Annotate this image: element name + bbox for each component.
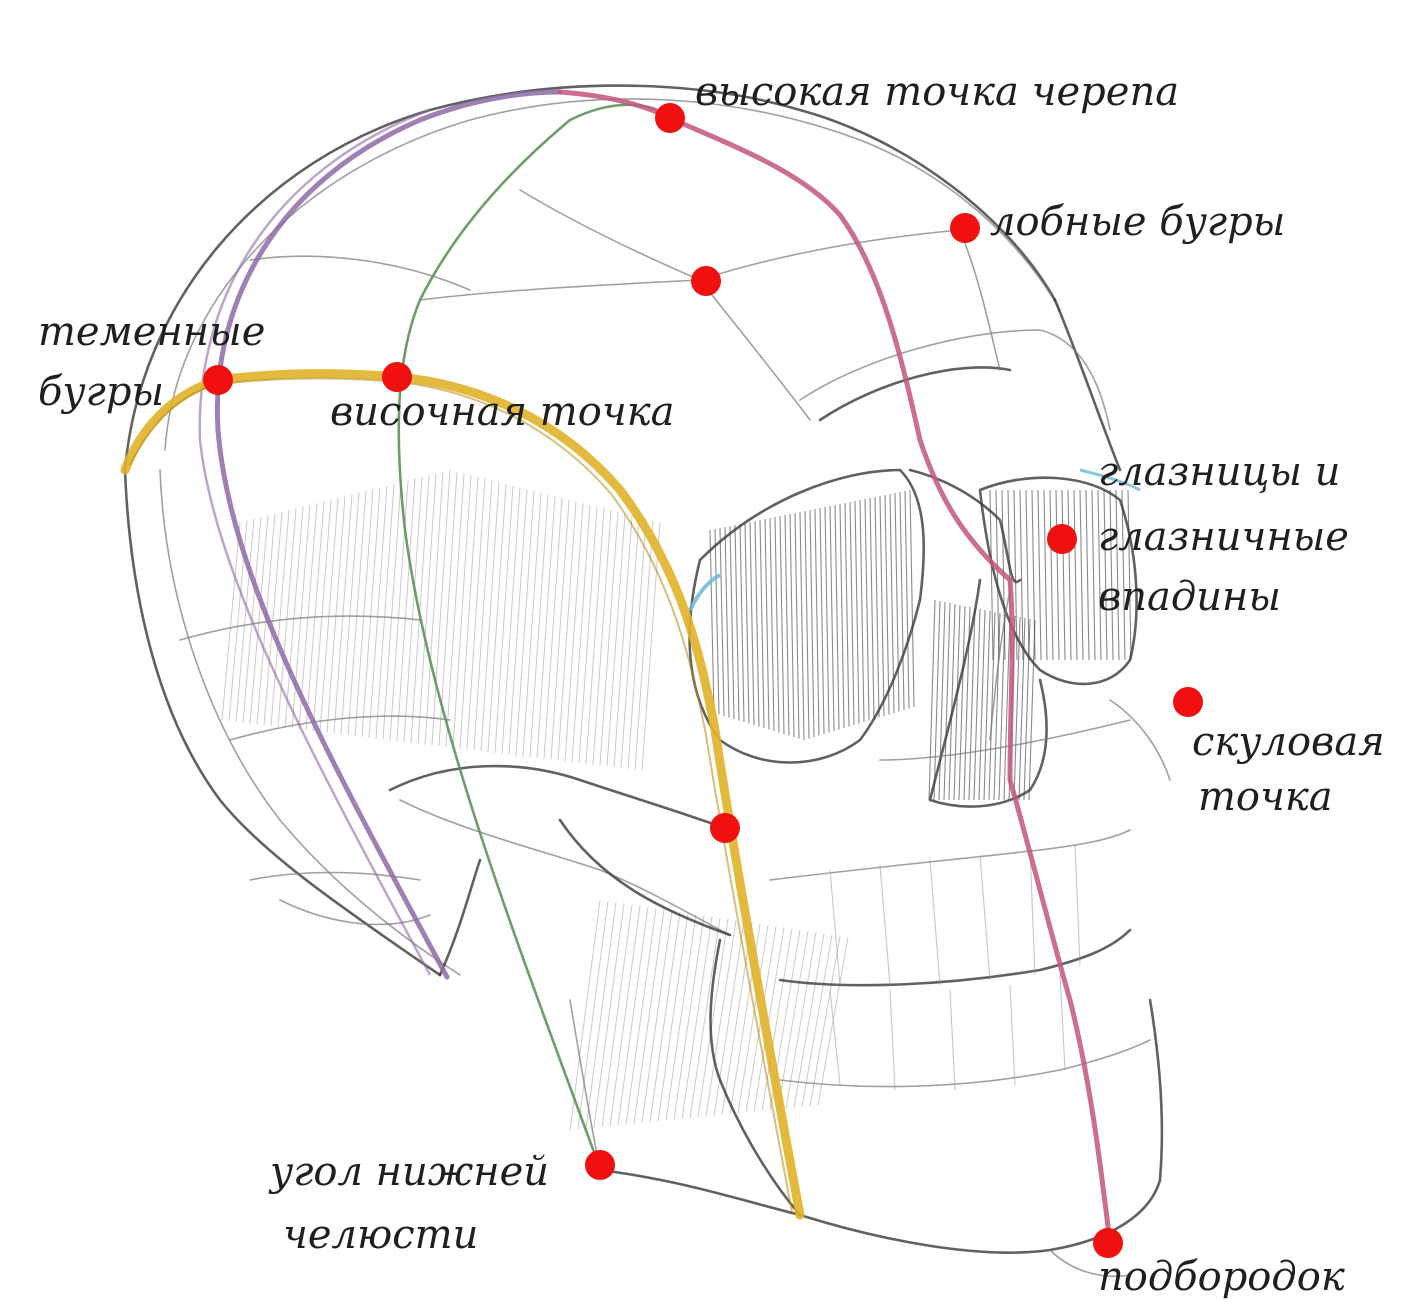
label-chin: подбородок [1098, 1254, 1345, 1300]
label-skull-top: высокая точка черепа [695, 69, 1179, 115]
label-parietal-tubers-line2: бугры [38, 369, 164, 415]
orbit-dot [1047, 524, 1077, 554]
label-orbits-line3: впадины [1098, 574, 1281, 620]
frontal-midline-dot [691, 266, 721, 296]
zygomatic-point-dot [1173, 687, 1203, 717]
label-zygomatic-line1: скуловая [1192, 719, 1385, 765]
label-orbits-line2: глазничные [1098, 514, 1349, 560]
frontal-tuber-dot [950, 213, 980, 243]
label-jaw-angle-line2: челюсти [283, 1212, 478, 1258]
parietal-tuber-dot [203, 365, 233, 395]
label-zygomatic-line2: точка [1198, 774, 1333, 820]
label-temporal-point: височная точка [330, 389, 674, 435]
temporal-point-dot [382, 362, 412, 392]
zygomatic-arch-dot [710, 813, 740, 843]
skull-top-dot [655, 103, 685, 133]
label-frontal-tubers: лобные бугры [990, 199, 1285, 245]
jaw-angle-dot [585, 1150, 615, 1180]
label-jaw-angle-line1: угол нижней [268, 1149, 549, 1195]
label-parietal-tubers-line1: теменные [38, 309, 265, 355]
label-orbits-line1: глазницы и [1098, 449, 1340, 495]
